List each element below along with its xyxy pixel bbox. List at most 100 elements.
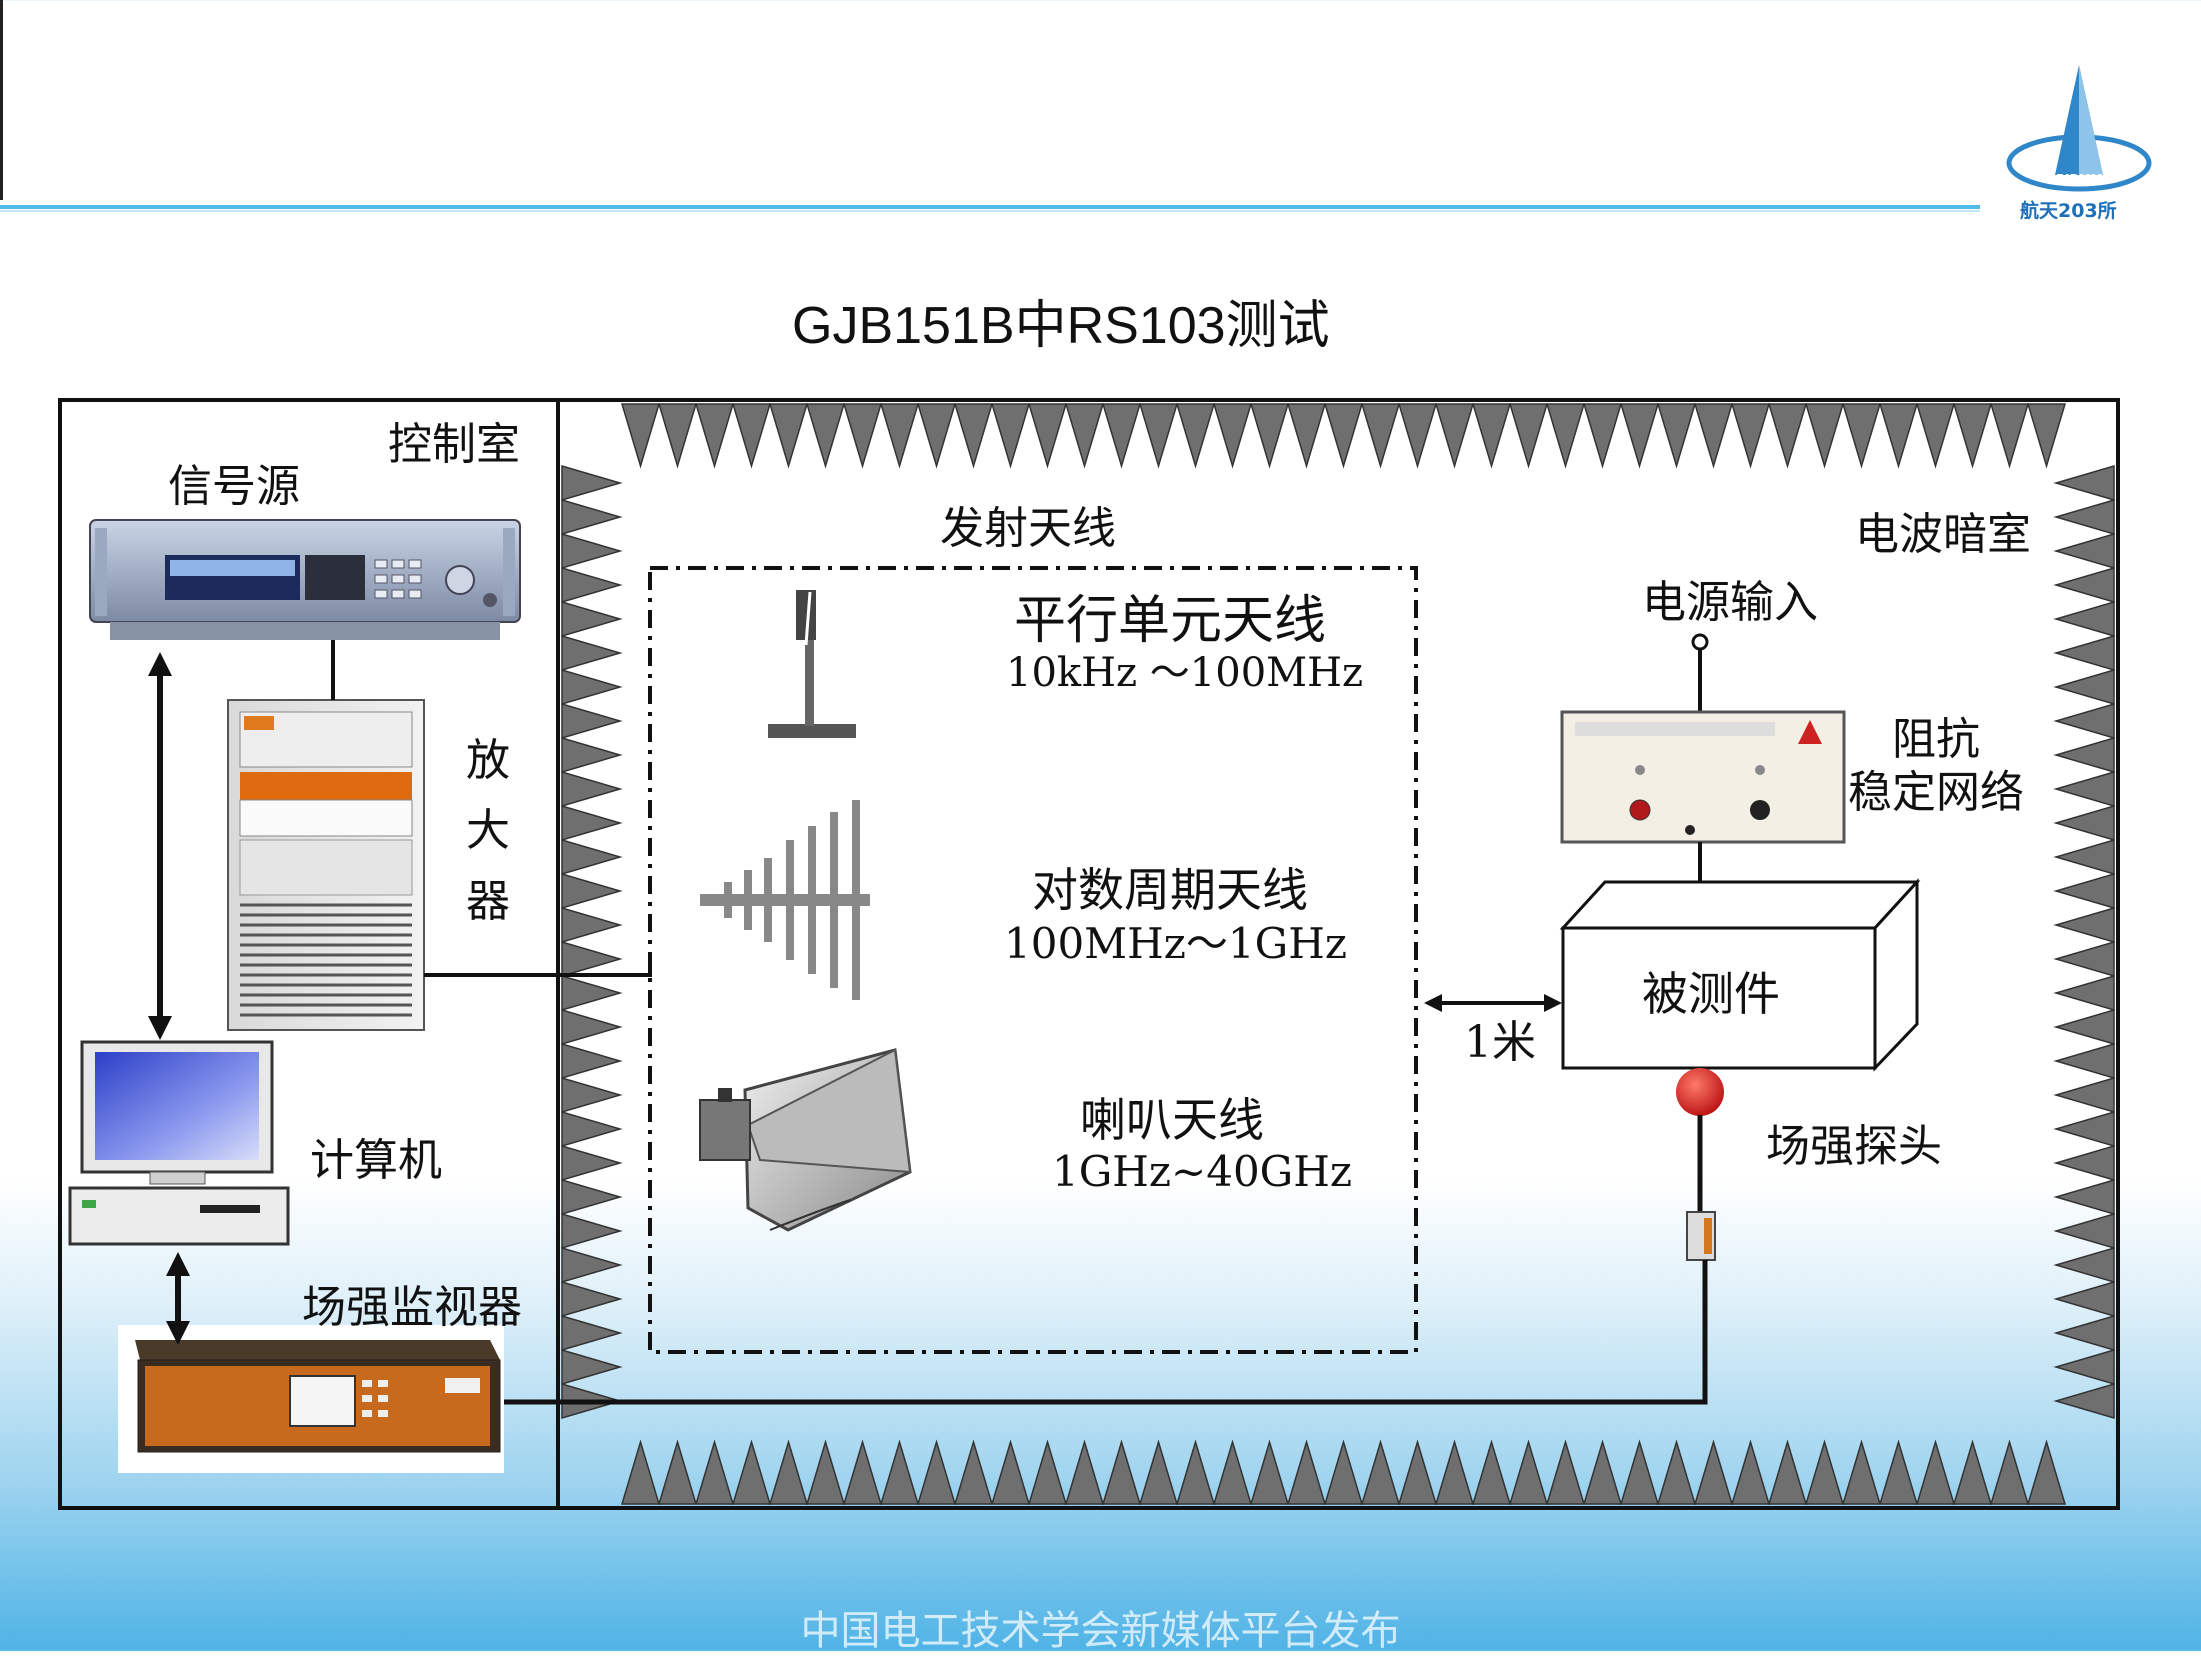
chamber-label: 电波暗室 — [1855, 509, 2031, 560]
header-divider-highlight — [0, 210, 1980, 212]
absorber-tooth — [2053, 1246, 2115, 1284]
absorber-tooth — [2053, 1144, 2115, 1182]
absorber-tooth — [561, 1110, 623, 1148]
absorber-tooth — [1508, 1439, 1549, 1505]
outer-frame — [58, 398, 2120, 1510]
absorber-tooth — [1434, 403, 1475, 469]
lisn-box — [1560, 710, 1846, 844]
absorber-tooth — [2053, 566, 2115, 604]
absorber-tooth — [561, 974, 623, 1012]
absorber-tooth — [842, 403, 883, 469]
absorber-tooth — [1286, 403, 1327, 469]
absorber-tooth — [768, 403, 809, 469]
absorber-tooth — [2053, 702, 2115, 740]
absorber-tooth — [2053, 736, 2115, 774]
absorber-tooth — [561, 498, 623, 536]
absorber-tooth — [2053, 668, 2115, 706]
power-input-terminal — [1691, 633, 1709, 712]
eut-label: 被测件 — [1642, 967, 1780, 1021]
absorber-tooth — [561, 1280, 623, 1318]
absorber-tooth — [2053, 872, 2115, 910]
absorber-right — [2053, 464, 2115, 1420]
absorber-tooth — [657, 1439, 698, 1505]
absorber-tooth — [2053, 770, 2115, 808]
absorber-tooth — [1656, 403, 1697, 469]
absorber-tooth — [879, 1439, 920, 1505]
absorber-tooth — [1841, 403, 1882, 469]
absorber-tooth — [1582, 1439, 1623, 1505]
field-probe-label: 场强探头 — [1766, 1121, 1942, 1172]
antenna-2-range: 100MHz～1GHz — [1004, 919, 1347, 968]
absorber-tooth — [1138, 1439, 1179, 1505]
signal-generator — [89, 519, 521, 640]
absorber-tooth — [620, 1439, 661, 1505]
absorber-tooth — [1101, 403, 1142, 469]
page-title: GJB151B中RS103测试 — [792, 297, 1330, 355]
amp-to-antenna-cable — [424, 965, 652, 977]
absorber-tooth — [1989, 403, 2030, 469]
amplifier-cabinet — [227, 699, 425, 1031]
absorber-tooth — [1767, 403, 1808, 469]
absorber-tooth — [916, 403, 957, 469]
header-divider — [0, 205, 1980, 209]
absorber-tooth — [2053, 1008, 2115, 1046]
absorber-tooth — [561, 838, 623, 876]
log-periodic-antenna — [700, 800, 870, 1000]
absorber-tooth — [1397, 1439, 1438, 1505]
absorber-tooth — [1286, 1439, 1327, 1505]
absorber-tooth — [1693, 403, 1734, 469]
absorber-tooth — [805, 1439, 846, 1505]
absorber-tooth — [561, 1042, 623, 1080]
absorber-tooth — [561, 736, 623, 774]
absorber-tooth — [2053, 838, 2115, 876]
absorber-tooth — [620, 403, 661, 469]
control-room-label: 控制室 — [388, 419, 520, 470]
absorber-tooth — [1212, 403, 1253, 469]
absorber-tooth — [2053, 1280, 2115, 1318]
absorber-tooth — [1212, 1439, 1253, 1505]
absorber-top — [620, 403, 2067, 469]
absorber-tooth — [1841, 1439, 1882, 1505]
field-monitor — [118, 1325, 504, 1473]
computer-label: 计算机 — [310, 1135, 442, 1186]
absorber-tooth — [2053, 974, 2115, 1012]
absorber-tooth — [1471, 1439, 1512, 1505]
lisn-label: 阻抗 稳定网络 — [1848, 714, 2024, 818]
absorber-tooth — [1804, 1439, 1845, 1505]
absorber-tooth — [2053, 498, 2115, 536]
tx-antenna-label: 发射天线 — [940, 503, 1116, 554]
absorber-tooth — [1064, 403, 1105, 469]
absorber-tooth — [1545, 1439, 1586, 1505]
absorber-tooth — [953, 403, 994, 469]
distance-arrow — [1424, 994, 1562, 1012]
absorber-tooth — [561, 770, 623, 808]
absorber-tooth — [2053, 634, 2115, 672]
absorber-tooth — [561, 940, 623, 978]
absorber-tooth — [879, 403, 920, 469]
absorber-tooth — [1360, 1439, 1401, 1505]
absorber-tooth — [805, 403, 846, 469]
distance-label: 1米 — [1464, 1017, 1536, 1068]
absorber-tooth — [1175, 403, 1216, 469]
absorber-tooth — [1730, 1439, 1771, 1505]
absorber-tooth — [1989, 1439, 2030, 1505]
absorber-tooth — [2053, 532, 2115, 570]
computer — [68, 1040, 290, 1246]
absorber-bottom — [620, 1439, 2067, 1505]
absorber-tooth — [1545, 403, 1586, 469]
absorber-tooth — [1915, 1439, 1956, 1505]
absorber-tooth — [1693, 1439, 1734, 1505]
absorber-tooth — [1175, 1439, 1216, 1505]
signal-source-label: 信号源 — [168, 461, 300, 512]
logo-abbr: BIRMM — [2056, 172, 2103, 186]
absorber-tooth — [1101, 1439, 1142, 1505]
absorber-tooth — [1952, 403, 1993, 469]
power-input-label: 电源输入 — [1642, 577, 1818, 628]
absorber-tooth — [1249, 403, 1290, 469]
absorber-tooth — [561, 464, 623, 502]
absorber-tooth — [842, 1439, 883, 1505]
absorber-tooth — [2053, 1212, 2115, 1250]
probe-to-monitor-cable — [504, 1399, 1708, 1405]
absorber-tooth — [2053, 906, 2115, 944]
absorber-tooth — [561, 600, 623, 638]
